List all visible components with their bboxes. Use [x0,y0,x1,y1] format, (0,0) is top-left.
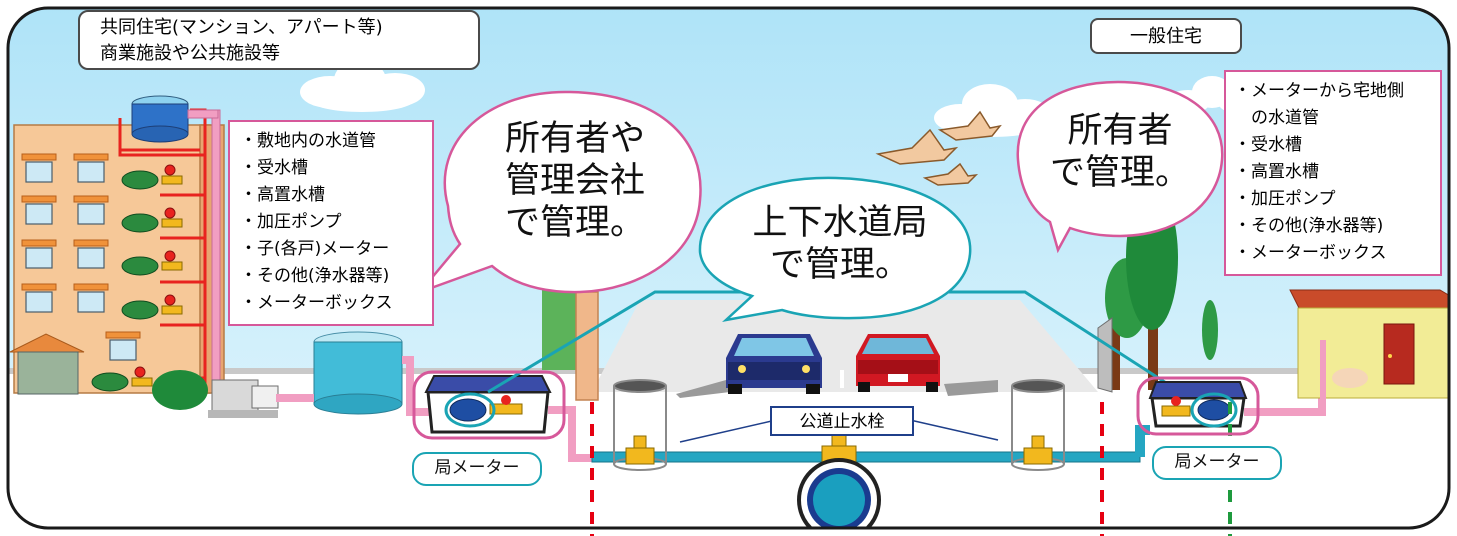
bubble-line: で管理。 [769,245,910,285]
apartment-building-icon [9,95,225,395]
speech-bubbles [416,80,1224,295]
list-item: ・受水槽 [240,158,308,178]
list-item: ・メーターボックス [1234,243,1387,263]
list-item: ・高置水槽 [1234,162,1319,182]
bubble-line: で管理。 [1049,153,1190,193]
list-item: ・その他(浄水器等) [240,266,390,286]
owner-bubble [1016,80,1224,254]
meter-box-right-icon [1148,381,1248,428]
outer-frame [6,6,1451,530]
bureau-bubble-text: 上下水道局 で管理。 [730,202,950,286]
apartment-items-list: ・敷地内の水道管 ・受水槽 ・高置水槽 ・加圧ポンプ ・子(各戸)メーター ・そ… [240,128,432,317]
valve-pit-right-icon [1011,379,1065,471]
bureau-bubble [698,176,972,322]
house-items-list: ・メーターから宅地側 の水道管 ・受水槽 ・高置水槽 ・加圧ポンプ ・その他(浄… [1234,78,1440,267]
meter-box-left-icon [424,375,552,434]
list-item: の水道管 [1234,108,1319,128]
main-pipe-cross-section-icon [797,458,881,528]
birds-icon [875,110,1002,186]
red-car-icon [856,334,940,392]
bubble-line: 所有者や [504,119,645,159]
bubble-line: 管理会社 [504,161,645,201]
list-item: ・加圧ポンプ [1234,189,1336,209]
meter-label-left: 局メーター [412,452,542,486]
house-icon [1289,289,1449,400]
list-item: ・受水槽 [1234,135,1302,155]
list-item: ・敷地内の水道管 [240,131,376,151]
house-type-label: 一般住宅 [1130,26,1202,47]
bush [152,370,208,410]
bubble-line: 上下水道局 [752,203,928,243]
owner-manager-bubble [416,90,702,295]
list-item: ・高置水槽 [240,185,325,205]
meter-highlights [412,370,1260,440]
building-type-line-2: 商業施設や公共施設等 [100,43,280,64]
stop-valve-text: 公道止水栓 [799,412,885,432]
owner-manager-bubble-text: 所有者や 管理会社 で管理。 [470,118,680,244]
receiving-tank-icon [313,331,403,415]
stop-valve-label: 公道止水栓 [770,406,914,436]
pump-icon [208,379,279,418]
list-item: ・子(各戸)メーター [240,239,390,259]
apartment-items-box: ・敷地内の水道管 ・受水槽 ・高置水槽 ・加圧ポンプ ・子(各戸)メーター ・そ… [228,120,434,326]
list-item: ・その他(浄水器等) [1234,216,1384,236]
house-items-box: ・メーターから宅地側 の水道管 ・受水槽 ・高置水槽 ・加圧ポンプ ・その他(浄… [1224,70,1442,276]
meter-label-right: 局メーター [1152,446,1282,480]
mirror-post [1097,317,1113,393]
building-type-line-1: 共同住宅(マンション、アパート等) [100,17,383,38]
sub-meter-icons [91,164,183,392]
owner-bubble-text: 所有者 で管理。 [1030,110,1210,194]
utility-pole [575,291,599,401]
list-item: ・メーターボックス [240,293,393,313]
list-item: ・メーターから宅地側 [1234,81,1404,101]
blue-car-icon [726,334,822,394]
road [592,300,1098,392]
house-type-box: 一般住宅 [1090,18,1242,54]
list-item: ・加圧ポンプ [240,212,342,232]
building-type-box: 共同住宅(マンション、アパート等) 商業施設や公共施設等 [78,10,480,70]
bubble-line: で管理。 [504,203,645,243]
bubble-line: 所有者 [1067,111,1173,151]
